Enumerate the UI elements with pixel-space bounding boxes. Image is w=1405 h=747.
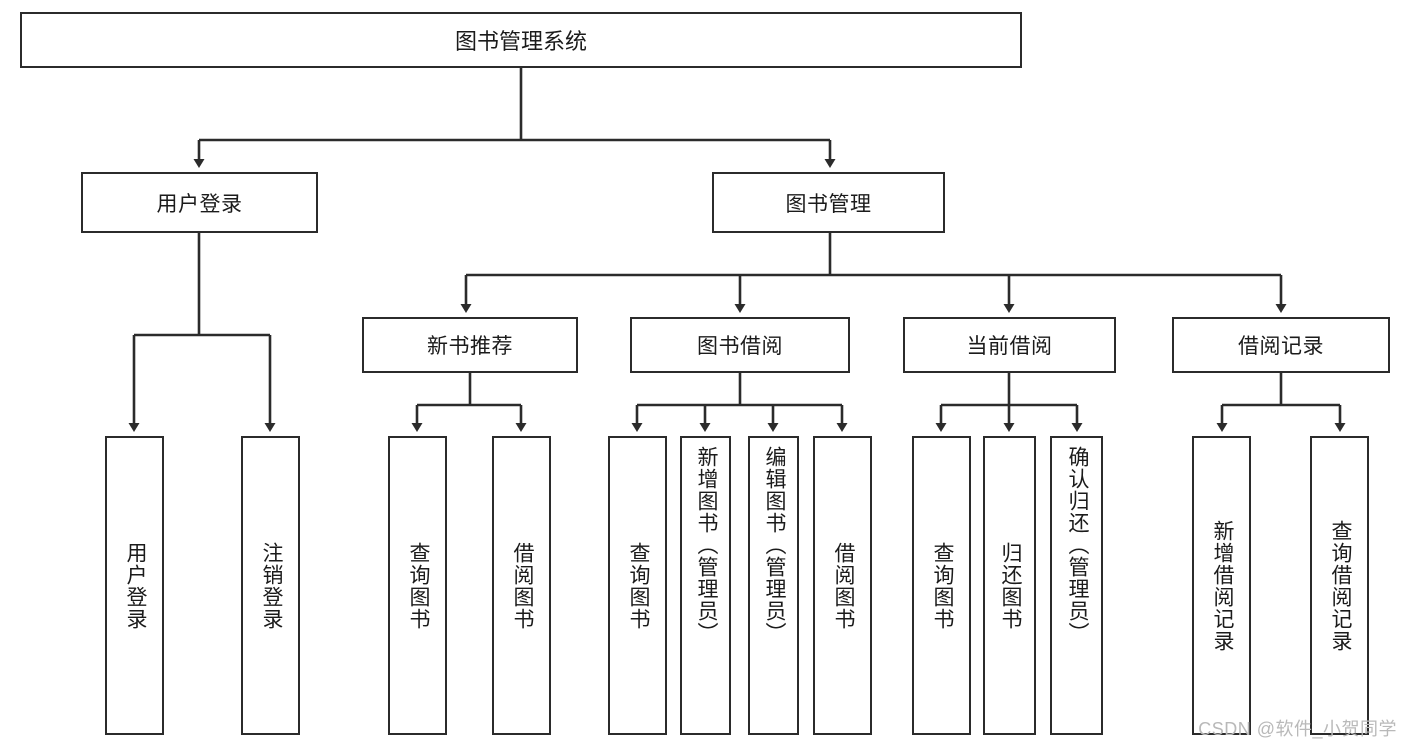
leaf-label: 新增借阅记录 xyxy=(1210,519,1234,652)
leaf-user-login-logout[interactable]: 注销登录 xyxy=(241,436,300,735)
leaf-recommend-borrow-book[interactable]: 借阅图书 xyxy=(492,436,551,735)
leaf-label: 查询图书 xyxy=(406,541,430,630)
leaf-label: 新增图书（管理员） xyxy=(694,446,718,644)
leaf-user-login-login[interactable]: 用户登录 xyxy=(105,436,164,735)
watermark: CSDN @软件_小贺同学 xyxy=(1198,719,1397,739)
leaf-label: 用户登录 xyxy=(123,541,147,630)
node-book-borrow[interactable]: 图书借阅 xyxy=(630,317,850,373)
node-current-borrow-label: 当前借阅 xyxy=(966,335,1053,358)
node-book-borrow-label: 图书借阅 xyxy=(697,335,783,358)
node-root-label: 图书管理系统 xyxy=(454,29,587,54)
leaf-borrow-edit-book-admin[interactable]: 编辑图书（管理员） xyxy=(748,436,799,735)
leaf-label: 注销登录 xyxy=(259,541,283,630)
leaf-current-confirm-return-admin[interactable]: 确认归还（管理员） xyxy=(1050,436,1103,735)
node-new-book-recommend-label: 新书推荐 xyxy=(427,335,513,358)
node-borrow-record[interactable]: 借阅记录 xyxy=(1172,317,1390,373)
leaf-borrow-add-book-admin[interactable]: 新增图书（管理员） xyxy=(680,436,731,735)
leaf-label: 确认归还（管理员） xyxy=(1065,446,1089,644)
node-root-system[interactable]: 图书管理系统 xyxy=(20,12,1022,68)
leaf-label: 借阅图书 xyxy=(831,541,855,630)
leaf-label: 查询图书 xyxy=(626,541,650,630)
leaf-current-query-book[interactable]: 查询图书 xyxy=(912,436,971,735)
leaf-label: 查询借阅记录 xyxy=(1328,519,1352,652)
node-user-login-label: 用户登录 xyxy=(156,192,243,216)
leaf-label: 编辑图书（管理员） xyxy=(762,446,786,644)
leaf-borrow-query-book[interactable]: 查询图书 xyxy=(608,436,667,735)
leaf-record-query-record[interactable]: 查询借阅记录 xyxy=(1310,436,1369,735)
node-borrow-record-label: 借阅记录 xyxy=(1238,335,1324,358)
leaf-current-return-book[interactable]: 归还图书 xyxy=(983,436,1036,735)
node-book-management-label: 图书管理 xyxy=(785,192,872,216)
leaf-label: 归还图书 xyxy=(998,541,1022,630)
leaf-borrow-borrow-book[interactable]: 借阅图书 xyxy=(813,436,872,735)
leaf-label: 借阅图书 xyxy=(510,541,534,630)
leaf-record-add-record[interactable]: 新增借阅记录 xyxy=(1192,436,1251,735)
node-user-login[interactable]: 用户登录 xyxy=(81,172,318,233)
node-current-borrow[interactable]: 当前借阅 xyxy=(903,317,1116,373)
node-book-management[interactable]: 图书管理 xyxy=(712,172,945,233)
leaf-label: 查询图书 xyxy=(930,541,954,630)
leaf-recommend-query-book[interactable]: 查询图书 xyxy=(388,436,447,735)
node-new-book-recommend[interactable]: 新书推荐 xyxy=(362,317,578,373)
